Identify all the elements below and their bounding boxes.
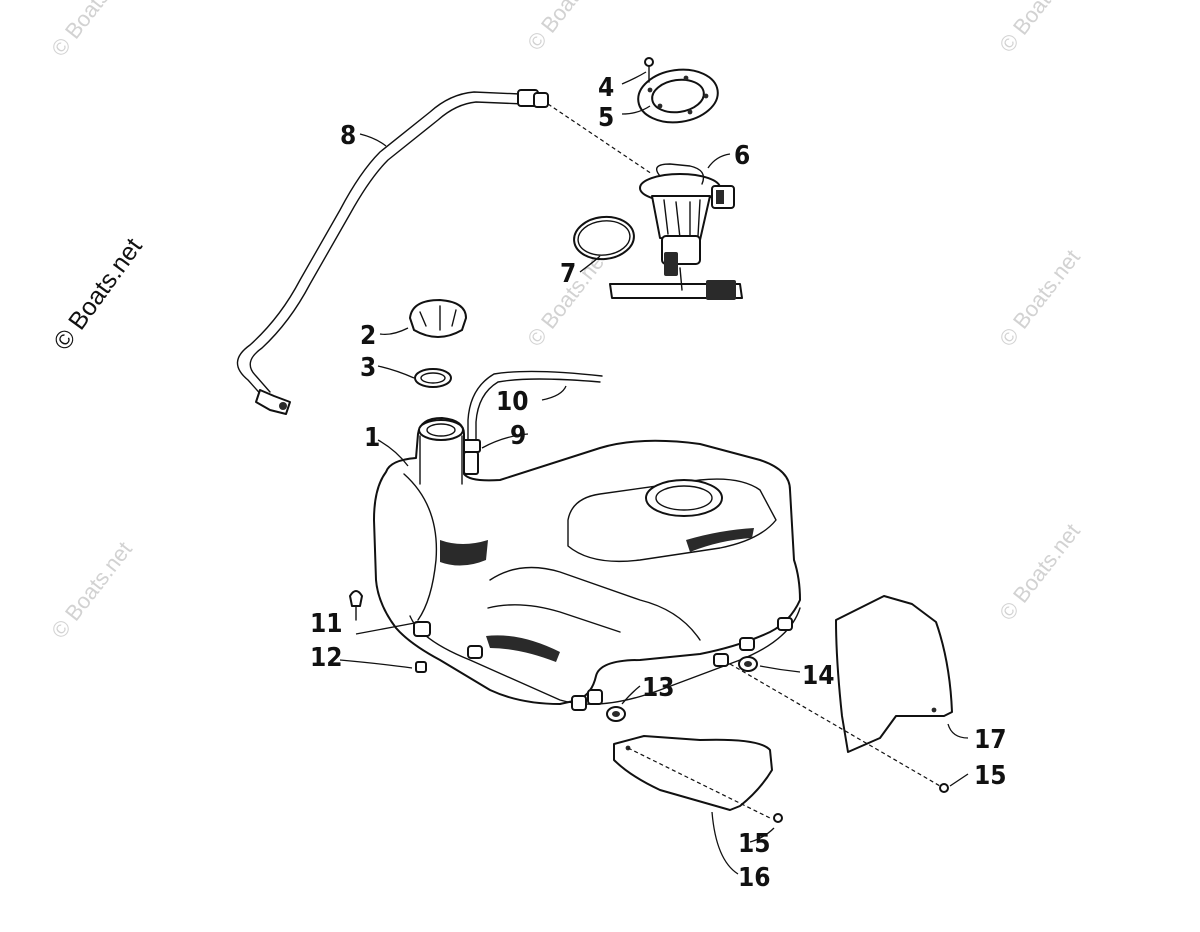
watermark-faded: © Boats.net [994, 519, 1085, 625]
watermark-faded: © Boats.net [46, 0, 137, 61]
heat-shield-lower [613, 735, 773, 819]
pump-retaining-ring [637, 68, 719, 124]
pump-screw [644, 57, 654, 83]
fuel-pump-assembly [547, 103, 743, 300]
callout-4: 4 [598, 73, 614, 103]
watermark-faded: © Boats.net [994, 245, 1085, 351]
cap-gasket [414, 368, 452, 388]
callout-13: 13 [642, 673, 675, 703]
tank-bolt [349, 590, 421, 635]
callout-16: 16 [738, 863, 771, 893]
grommet-front [606, 706, 626, 722]
callout-2: 2 [360, 321, 376, 351]
grommet-rear [738, 656, 758, 672]
callout-7: 7 [560, 259, 576, 289]
tank-nut [415, 661, 427, 673]
hose-clamp [533, 92, 549, 108]
callout-15: 15 [974, 761, 1007, 791]
callout-17: 17 [974, 725, 1007, 755]
pump-o-ring [573, 215, 635, 261]
hose-fitting [255, 389, 291, 415]
callout-8: 8 [340, 121, 356, 151]
callout-3: 3 [360, 353, 376, 383]
callout-14: 14 [802, 661, 835, 691]
callout-6: 6 [734, 141, 750, 171]
vent-hose [236, 89, 549, 415]
callout-11: 11 [310, 609, 343, 639]
fuel-cap [409, 299, 467, 338]
callout-9: 9 [510, 421, 526, 451]
callout-12: 12 [310, 643, 343, 673]
shield-screw [773, 783, 949, 823]
watermark-faded: © Boats.net [994, 0, 1085, 57]
fuel-tank [373, 417, 801, 711]
callout-15: 15 [738, 829, 771, 859]
vent-fitting [461, 439, 481, 475]
callout-10: 10 [496, 387, 529, 417]
callout-1: 1 [364, 423, 380, 453]
callout-5: 5 [598, 103, 614, 133]
watermark-faded: © Boats.net [522, 0, 613, 55]
watermark-primary: © Boats.net [48, 233, 148, 355]
heat-shield-upper [729, 595, 953, 787]
callout-labels: 4 5 6 7 8 2 3 10 1 9 11 12 13 14 17 15 1… [310, 73, 1007, 893]
vent-line [467, 370, 603, 441]
watermark-faded: © Boats.net [46, 537, 137, 643]
leader-lines [339, 71, 969, 875]
